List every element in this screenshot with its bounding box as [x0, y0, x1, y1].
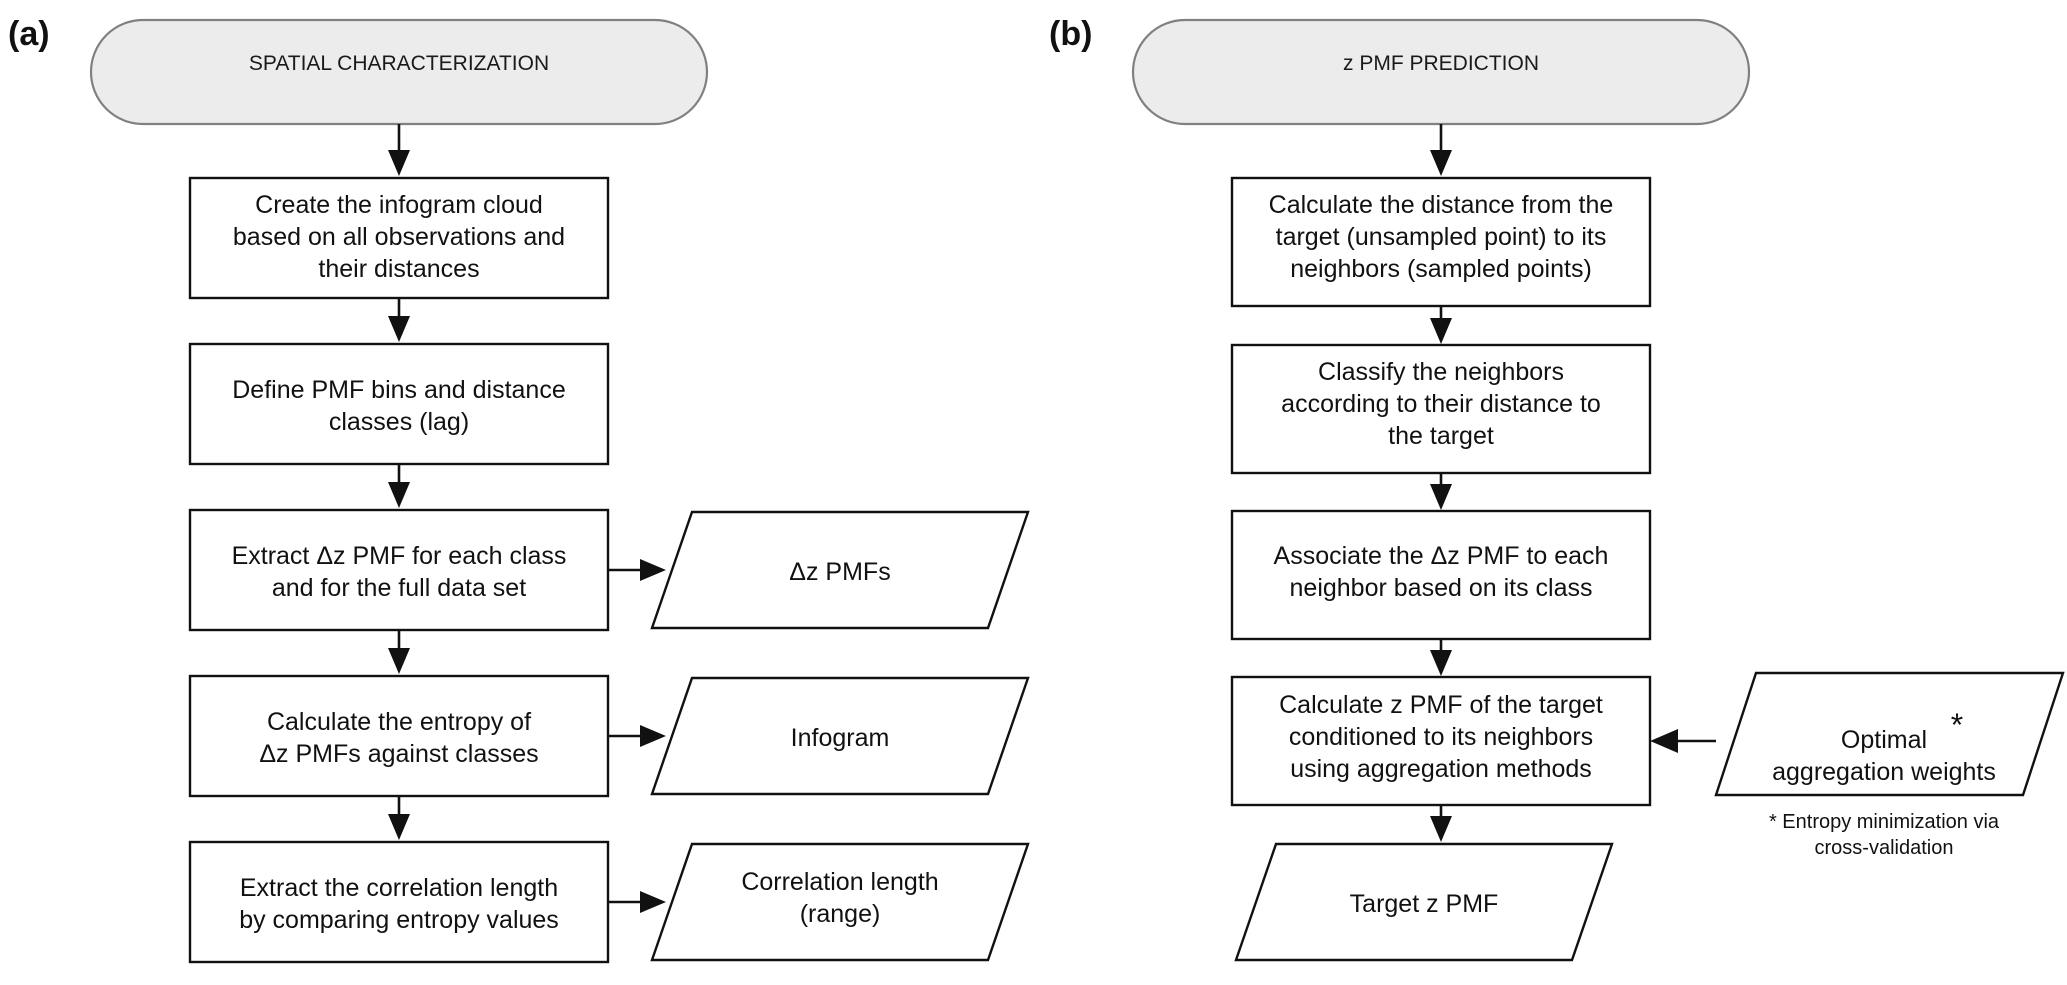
terminator-spatial-characterization: SPATIAL CHARACTERIZATION — [89, 18, 709, 126]
io-infogram-label: Infogram — [791, 724, 890, 752]
footnote-line-2: cross-validation — [1815, 837, 1954, 859]
process-a4-line-1: Calculate the entropy of — [267, 708, 531, 736]
process-b1-line-1: Calculate the distance from the — [1269, 191, 1614, 219]
process-b4-line-1: Calculate z PMF of the target — [1279, 691, 1603, 719]
process-box-b3: Associate the Δz PMF to each neighbor ba… — [1230, 509, 1652, 641]
process-a3-line-2: and for the full data set — [272, 574, 526, 602]
connector-a4-to-output-infogram — [608, 725, 666, 747]
io-shape-dz-pmfs: Δz PMFs — [650, 510, 1030, 630]
process-b1-line-2: target (unsampled point) to its — [1276, 223, 1607, 251]
process-a3-line-1: Extract Δz PMF for each class — [232, 542, 567, 570]
process-box-b4: Calculate z PMF of the target conditione… — [1230, 675, 1652, 807]
process-a5-line-2: by comparing entropy values — [239, 906, 559, 934]
process-b1-line-3: neighbors (sampled points) — [1290, 255, 1592, 283]
process-b2-line-1: Classify the neighbors — [1318, 358, 1564, 386]
superscript-asterisk: * — [1951, 707, 1963, 743]
connector-b1-to-b2 — [1430, 306, 1452, 344]
process-box-a3: Extract Δz PMF for each class and for th… — [188, 508, 610, 632]
terminator-a-label: SPATIAL CHARACTERIZATION — [249, 52, 549, 75]
panel-label-a: (a) — [8, 15, 50, 53]
process-a4-line-2: Δz PMFs against classes — [259, 740, 538, 768]
io-shape-correlation-length: Correlation length (range) — [650, 842, 1030, 962]
process-b4-line-2: conditioned to its neighbors — [1289, 723, 1593, 751]
io-correlation-length-line-1: Correlation length — [741, 868, 938, 896]
footnote-entropy-minimization: * Entropy minimization via cross-validat… — [1769, 811, 2000, 859]
process-box-a4: Calculate the entropy of Δz PMFs against… — [188, 674, 610, 798]
io-optimal-weights-line-1: Optimal — [1841, 726, 1927, 754]
process-a2-line-1: Define PMF bins and distance — [232, 376, 566, 404]
process-box-b2: Classify the neighbors according to thei… — [1230, 343, 1652, 475]
process-a1-line-3: their distances — [318, 255, 479, 283]
connector-a4-to-a5 — [388, 796, 410, 840]
io-shape-optimal-aggregation-weights: Optimal * aggregation weights — [1714, 671, 2065, 797]
process-b2-line-3: the target — [1388, 422, 1494, 450]
process-b4-line-3: using aggregation methods — [1290, 755, 1592, 783]
io-shape-target-z-pmf: Target z PMF — [1234, 842, 1614, 962]
process-box-a2: Define PMF bins and distance classes (la… — [188, 342, 610, 466]
connector-a2-to-a3 — [388, 464, 410, 508]
process-a1-line-2: based on all observations and — [233, 223, 565, 251]
connector-b-term-to-b1 — [1430, 124, 1452, 176]
process-box-b1: Calculate the distance from the target (… — [1230, 176, 1652, 308]
io-correlation-length-line-2: (range) — [800, 900, 881, 928]
process-b3-line-2: neighbor based on its class — [1290, 574, 1593, 602]
process-a2-line-2: classes (lag) — [329, 408, 469, 436]
connector-b2-to-b3 — [1430, 473, 1452, 510]
connector-optimal-weights-to-b4 — [1650, 729, 1716, 753]
process-b2-line-2: according to their distance to — [1281, 390, 1601, 418]
process-box-a1: Create the infogram cloud based on all o… — [188, 176, 610, 300]
connector-a3-to-a4 — [388, 630, 410, 674]
footnote-line-1: * Entropy minimization via — [1769, 811, 2000, 833]
connector-a1-to-a2 — [388, 298, 410, 342]
connector-a-term-to-a1 — [388, 124, 410, 176]
io-shape-infogram: Infogram — [650, 676, 1030, 796]
process-a1-line-1: Create the infogram cloud — [255, 191, 543, 219]
connector-b3-to-b4 — [1430, 639, 1452, 676]
process-b3-line-1: Associate the Δz PMF to each — [1274, 542, 1609, 570]
io-optimal-weights-line-2: aggregation weights — [1772, 758, 1996, 786]
io-target-z-pmf-label: Target z PMF — [1350, 890, 1499, 918]
process-a5-line-1: Extract the correlation length — [240, 874, 558, 902]
io-dz-pmfs-label: Δz PMFs — [789, 558, 890, 586]
connector-b4-to-target-z-pmf — [1430, 805, 1452, 842]
connector-a3-to-output-dz-pmfs — [608, 559, 666, 581]
terminator-z-pmf-prediction: z PMF PREDICTION — [1131, 18, 1751, 126]
process-box-a5: Extract the correlation length by compar… — [188, 840, 610, 964]
terminator-b-label: z PMF PREDICTION — [1343, 52, 1539, 75]
connector-a5-to-output-correlation-length — [608, 891, 666, 913]
panel-label-b: (b) — [1049, 15, 1092, 53]
